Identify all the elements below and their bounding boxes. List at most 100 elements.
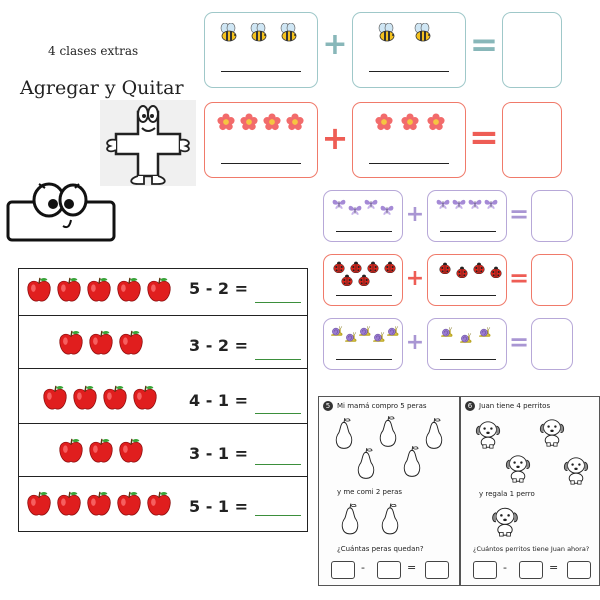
apple-icon (145, 275, 173, 305)
snail-icon (372, 331, 385, 343)
ladybug-icon (332, 261, 346, 273)
result-box[interactable] (531, 254, 573, 306)
answer-line (440, 231, 496, 232)
subtraction-row: 3 - 2 = (18, 315, 308, 369)
plus-sign-mascot-icon (100, 100, 196, 186)
result-box[interactable] (531, 318, 573, 370)
subtraction-row: 3 - 1 = (18, 423, 308, 477)
answer-line[interactable] (255, 413, 301, 414)
bee-icon (375, 23, 399, 43)
ladybug-icon (472, 262, 486, 274)
flower-icon (263, 113, 281, 131)
ladybug-icon (340, 274, 354, 286)
apple-icon (115, 275, 143, 305)
result-box[interactable] (502, 102, 562, 178)
addition-card-flowers-left (204, 102, 318, 178)
ladybug-icon (455, 266, 469, 278)
answer-line[interactable] (255, 359, 301, 360)
flower-icon (401, 113, 419, 131)
answer-line[interactable] (255, 515, 301, 516)
apple-icon (85, 489, 113, 519)
snail-icon (386, 325, 399, 337)
answer-box[interactable] (377, 561, 401, 579)
flower-icon (240, 113, 258, 131)
ladybug-icon (383, 261, 397, 273)
minus-sign-mascot-icon (5, 180, 117, 242)
problem-question: ¿Cuántos perritos tiene Juan ahora? (473, 545, 590, 553)
answer-line (221, 71, 301, 72)
butterfly-icon (364, 198, 378, 210)
pear-icon (353, 447, 379, 482)
apple-icon (71, 383, 99, 413)
butterfly-icon (452, 198, 466, 210)
answer-line (369, 163, 449, 164)
problem-text-line2: y me comi 2 peras (337, 488, 403, 496)
addition-card-ladybugs-left (323, 254, 403, 306)
problem-text-line1: Juan tiene 4 perritos (479, 402, 551, 410)
result-box[interactable] (502, 12, 562, 88)
apple-icon (117, 328, 145, 358)
equals-sign: = (508, 264, 530, 292)
equals-sign: = (468, 117, 500, 158)
pear-icon (337, 501, 363, 539)
answer-line (336, 231, 392, 232)
puppy-icon (559, 451, 593, 485)
addition-card-flowers-right (352, 102, 466, 178)
snail-icon (478, 326, 491, 338)
apple-icon (55, 489, 83, 519)
problem-number-badge: 5 (323, 401, 333, 411)
pear-icon (399, 445, 425, 480)
apple-icon (57, 436, 85, 466)
apple-icon (41, 383, 69, 413)
answer-line (440, 295, 496, 296)
answer-box[interactable] (331, 561, 355, 579)
answer-line[interactable] (255, 464, 301, 465)
addition-card-snails-left (323, 318, 403, 370)
snail-icon (440, 326, 453, 338)
butterfly-icon (468, 198, 482, 210)
subtraction-row: 5 - 1 = (18, 476, 308, 532)
pear-icon (377, 501, 403, 539)
apple-icon (57, 328, 85, 358)
pear-icon (375, 415, 401, 450)
answer-box[interactable] (473, 561, 497, 579)
flower-icon (286, 113, 304, 131)
apple-icon (145, 489, 173, 519)
apple-icon (85, 275, 113, 305)
answer-box[interactable] (567, 561, 591, 579)
equals-sign: = (407, 561, 417, 574)
ladybug-icon (349, 261, 363, 273)
plus-sign: + (405, 330, 425, 355)
worksheet-problem-6: 6 Juan tiene 4 perritos y regala 1 perro… (460, 396, 600, 586)
bee-icon (217, 23, 241, 43)
subtraction-equation: 3 - 1 = (189, 444, 249, 463)
plus-sign: + (321, 119, 349, 157)
result-box[interactable] (531, 190, 573, 242)
answer-box[interactable] (425, 561, 449, 579)
page-title: Agregar y Quitar (20, 77, 184, 99)
bee-icon (247, 23, 271, 43)
answer-line[interactable] (255, 302, 301, 303)
equals-sign: = (508, 328, 530, 356)
ladybug-icon (438, 262, 452, 274)
bee-icon (277, 23, 301, 43)
answer-line (221, 163, 301, 164)
addition-card-bees-right (352, 12, 466, 88)
problem-text-line1: Mi mamá compro 5 peras (337, 402, 427, 410)
butterfly-icon (380, 204, 394, 216)
ladybug-icon (489, 266, 503, 278)
subtraction-row: 4 - 1 = (18, 368, 308, 424)
flower-icon (427, 113, 445, 131)
equals-sign: = (469, 25, 499, 65)
problem-text-line2: y regala 1 perro (479, 490, 535, 498)
apple-icon (131, 383, 159, 413)
answer-box[interactable] (519, 561, 543, 579)
problem-number-badge: 6 (465, 401, 475, 411)
addition-card-snails-right (427, 318, 507, 370)
subtraction-equation: 4 - 1 = (189, 391, 249, 410)
apple-icon (25, 275, 53, 305)
subtraction-equation: 5 - 1 = (189, 497, 249, 516)
puppy-icon (487, 499, 523, 539)
subtraction-row: 5 - 2 = (18, 268, 308, 316)
subtraction-equation: 3 - 2 = (189, 336, 249, 355)
